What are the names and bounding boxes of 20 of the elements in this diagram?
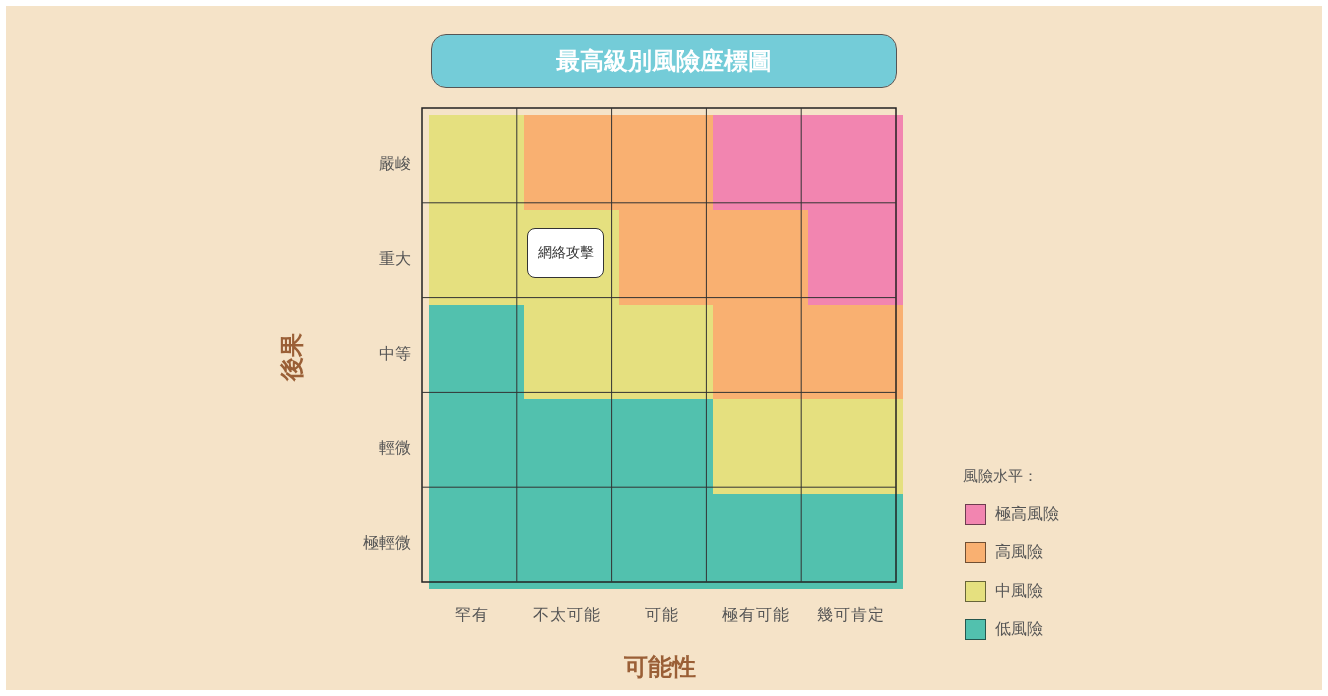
row-label: 嚴峻 xyxy=(379,153,411,175)
chart-title: 最高級別風險座標圖 xyxy=(556,46,772,77)
legend-label: 中風險 xyxy=(995,580,1043,602)
legend-label: 極高風險 xyxy=(995,503,1059,525)
risk-item-box xyxy=(527,228,604,278)
column-label: 極有可能 xyxy=(722,605,791,626)
legend-label: 低風險 xyxy=(995,618,1043,640)
row-label: 輕微 xyxy=(379,437,411,459)
row-label: 中等 xyxy=(379,343,411,365)
row-label: 重大 xyxy=(379,248,411,270)
column-label: 幾可肯定 xyxy=(817,605,886,626)
y-axis-title: 後果 xyxy=(277,333,307,381)
row-label: 極輕微 xyxy=(363,532,411,554)
risk-item-text: 網絡攻擊 xyxy=(537,244,594,262)
column-label: 不太可能 xyxy=(532,605,601,626)
legend-label: 高風險 xyxy=(995,541,1043,563)
column-label: 罕有 xyxy=(455,605,489,626)
column-label: 可能 xyxy=(644,605,679,626)
x-axis-title: 可能性 xyxy=(624,652,696,683)
legend-title: 風險水平： xyxy=(963,467,1038,486)
